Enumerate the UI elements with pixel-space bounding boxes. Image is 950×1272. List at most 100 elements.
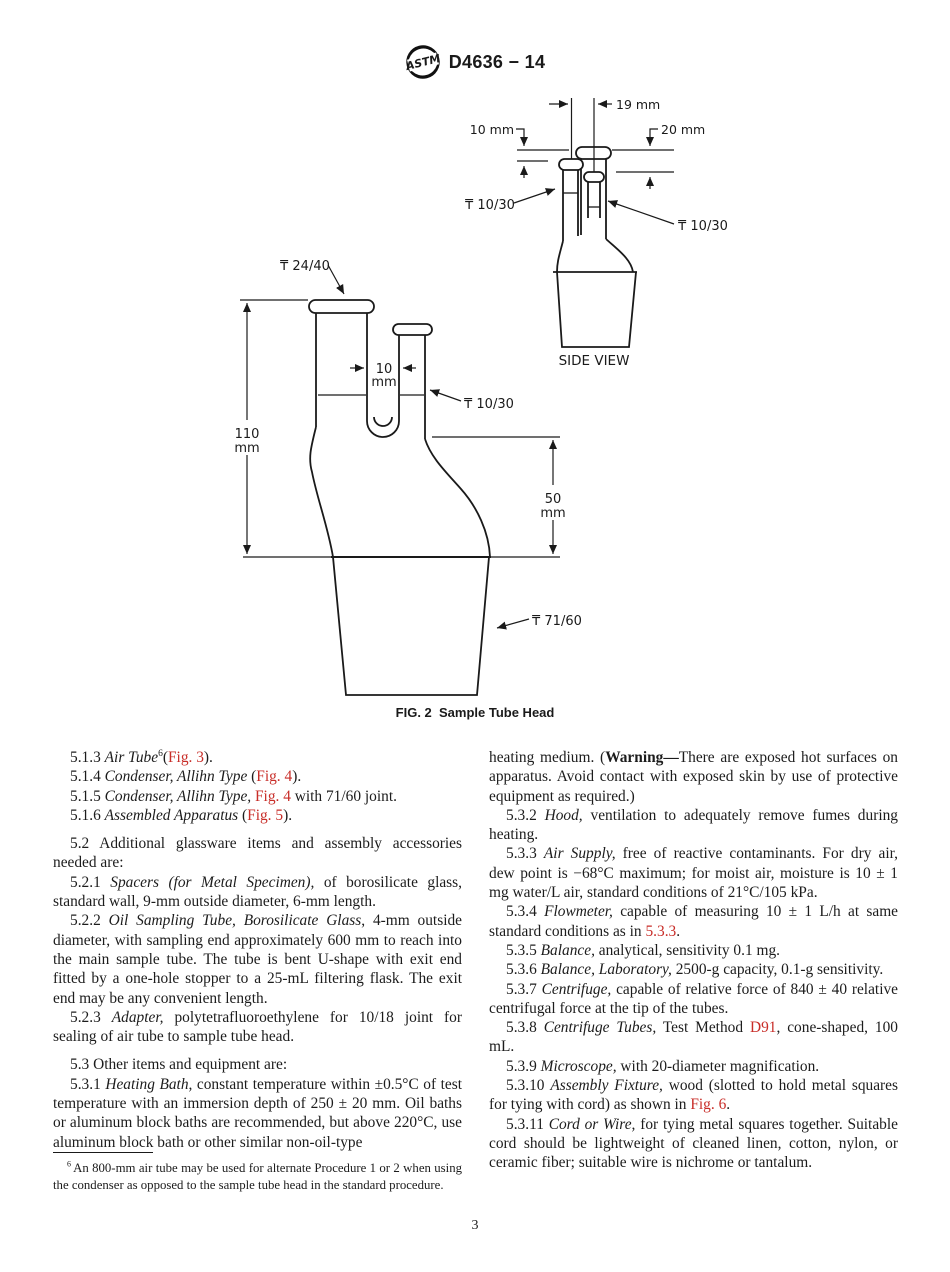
reference-link[interactable]: Fig. 5 [247,806,284,824]
text-segment: capable of measuring 10 ± 1 L/h at same … [489,903,899,940]
paragraph: 5.3.5 Balance, analytical, sensitivity 0… [489,941,898,960]
text-segment: 5.1.6 [70,806,105,824]
page-header: ASTM D4636 − 14 [0,44,950,80]
right-column: heating medium. (Warning—There are expos… [489,748,898,1173]
paragraph: 5.2.3 Adapter, polytetrafluoroethylene f… [53,1008,462,1047]
text-segment: 6 [67,1159,74,1169]
text-segment: 6 [158,747,163,759]
footnote: 6 An 800-mm air tube may be used for alt… [53,1152,462,1193]
text-segment: polytetrafluoroethylene for 10/18 joint … [53,1008,462,1046]
text-segment: Cord or Wire, [548,1115,636,1133]
reference-link[interactable]: Fig. 6 [690,1096,727,1114]
text-segment: 5.3.2 [506,806,545,824]
text-segment: ( [238,806,248,824]
paragraph: heating medium. (Warning—There are expos… [489,748,898,806]
reference-link[interactable]: D91 [749,1019,777,1037]
paragraph: 5.1.3 Air Tube6(Fig. 3). [53,748,462,767]
front-view-dimensions [240,264,560,630]
paragraph: 5.1.6 Assembled Apparatus (Fig. 5). [53,806,462,825]
reference-link[interactable]: Fig. 4 [255,787,291,805]
text-segment: capable of relative force of 840 ± 40 re… [489,980,898,1017]
text-segment: Air Supply, [543,845,616,863]
footnote-text: 6 An 800-mm air tube may be used for alt… [53,1160,462,1193]
dim-10-label: 10 [376,362,393,377]
paragraph: 5.1.5 Condenser, Allihn Type, Fig. 4 wit… [53,787,462,806]
text-segment: Air Tube [104,749,159,766]
text-segment: 2500-g capacity, 0.1-g sensitivity. [671,961,884,979]
joint-10-30-front-label: ₸ 10/30 [464,397,514,412]
side-view-dimensions [513,98,675,225]
text-segment: Test Method [656,1019,750,1037]
figure-2-drawing: 19 mm 10 mm 20 mm ₸ 10/30 ₸ 10/30 SIDE V… [234,97,728,696]
text-segment: Flowmeter, [544,903,613,921]
paragraph: 5.3.10 Assembly Fixture, wood (slotted t… [489,1076,898,1115]
text-segment: Spacers (for Metal Specimen), [110,873,315,891]
dim-50-label: 50 [545,492,562,507]
text-segment: with 71/60 joint. [290,787,397,805]
figure-caption: FIG. 2 Sample Tube Head [395,705,555,720]
text-segment: Heating Bath, [105,1075,193,1093]
text-segment: 5.3.5 [506,941,541,959]
text-segment: ). [203,749,213,766]
footnote-rule [53,1152,153,1153]
text-segment: constant temperature within ±0.5°C of te… [53,1075,462,1151]
front-view-drawing [308,299,491,696]
text-segment: 5.3 Other items and equipment are: [70,1056,288,1074]
dim-10mm-top-label: 10 mm [470,122,514,137]
dim-50-unit-label: mm [540,506,565,521]
text-segment: 5.1.4 [70,768,105,786]
text-segment: Oil Sampling Tube, Borosilicate Glass [108,912,362,930]
paragraph: 5.3 Other items and equipment are: [53,1055,462,1074]
text-segment: 5.3.10 [506,1077,551,1095]
left-column: 5.1.3 Air Tube6(Fig. 3).5.1.4 Condenser,… [53,748,462,1152]
text-segment: Warning— [605,749,679,766]
text-segment: 5.2.2 [70,912,109,930]
text-segment: Assembly Fixture, [550,1077,663,1095]
text-segment: Adapter, [111,1008,164,1026]
text-segment: , 4-mm outside diameter, with sampling e… [53,912,462,1007]
paragraph: 5.2.1 Spacers (for Metal Specimen), of b… [53,873,462,912]
text-segment: of borosilicate glass, standard wall, 9-… [53,873,463,911]
text-segment: 5.3.3 [506,845,544,863]
paragraph: 5.3.6 Balance, Laboratory, 2500-g capaci… [489,960,898,979]
paragraph: 6 An 800-mm air tube may be used for alt… [53,1160,462,1193]
reference-link[interactable]: Fig. 3 [168,749,204,766]
paragraph: 5.1.4 Condenser, Allihn Type (Fig. 4). [53,767,462,786]
text-segment: 5.3.8 [506,1019,544,1037]
text-segment: 5.1.3 [70,749,105,766]
text-segment: free of reactive contaminants. For dry a… [489,845,898,902]
dim-110-label: 110 [235,427,260,442]
text-segment: Balance, [540,941,595,959]
reference-link[interactable]: 5.3.3 [645,922,677,940]
side-view-label: SIDE VIEW [559,353,630,369]
reference-link[interactable]: Fig. 4 [256,768,293,786]
side-view-drawing [553,146,637,348]
text-segment: 5.3.7 [506,980,542,998]
dim-19mm-label: 19 mm [616,97,660,112]
text-segment: , cone-shaped, 100 mL. [489,1019,898,1056]
text-segment: Centrifuge, [541,980,612,998]
text-segment: . [676,922,681,940]
paragraph: 5.3.11 Cord or Wire, for tying metal squ… [489,1115,898,1173]
text-segment: 5.3.11 [506,1115,549,1133]
paragraph: 5.2.2 Oil Sampling Tube, Borosilicate Gl… [53,911,462,1007]
text-segment: analytical, sensitivity 0.1 mg. [594,941,781,959]
astm-logo-icon: ASTM [405,45,441,79]
dim-110-unit-label: mm [234,441,259,456]
text-segment: ventilation to adequately remove fumes d… [489,806,898,844]
joint-71-60-label: ₸ 71/60 [532,614,582,629]
dim-10-unit-label: mm [371,375,396,390]
text-segment: 5.1.5 [70,787,105,805]
text-segment: Hood, [544,806,583,824]
text-segment: An 800-mm air tube may be used for alter… [53,1161,462,1192]
text-segment: 5.2 Additional glassware items and assem… [53,835,462,872]
text-segment: with 20-diameter magnification. [616,1057,820,1075]
text-segment: 5.3.1 [70,1075,106,1093]
paragraph: 5.3.1 Heating Bath, constant temperature… [53,1075,462,1152]
page-number: 3 [471,1218,479,1233]
text-segment: 5.2.3 [70,1008,112,1026]
text-segment: Microscope, [540,1057,617,1075]
text-segment: heating medium. ( [489,749,606,766]
paragraph: 5.3.3 Air Supply, free of reactive conta… [489,844,898,902]
